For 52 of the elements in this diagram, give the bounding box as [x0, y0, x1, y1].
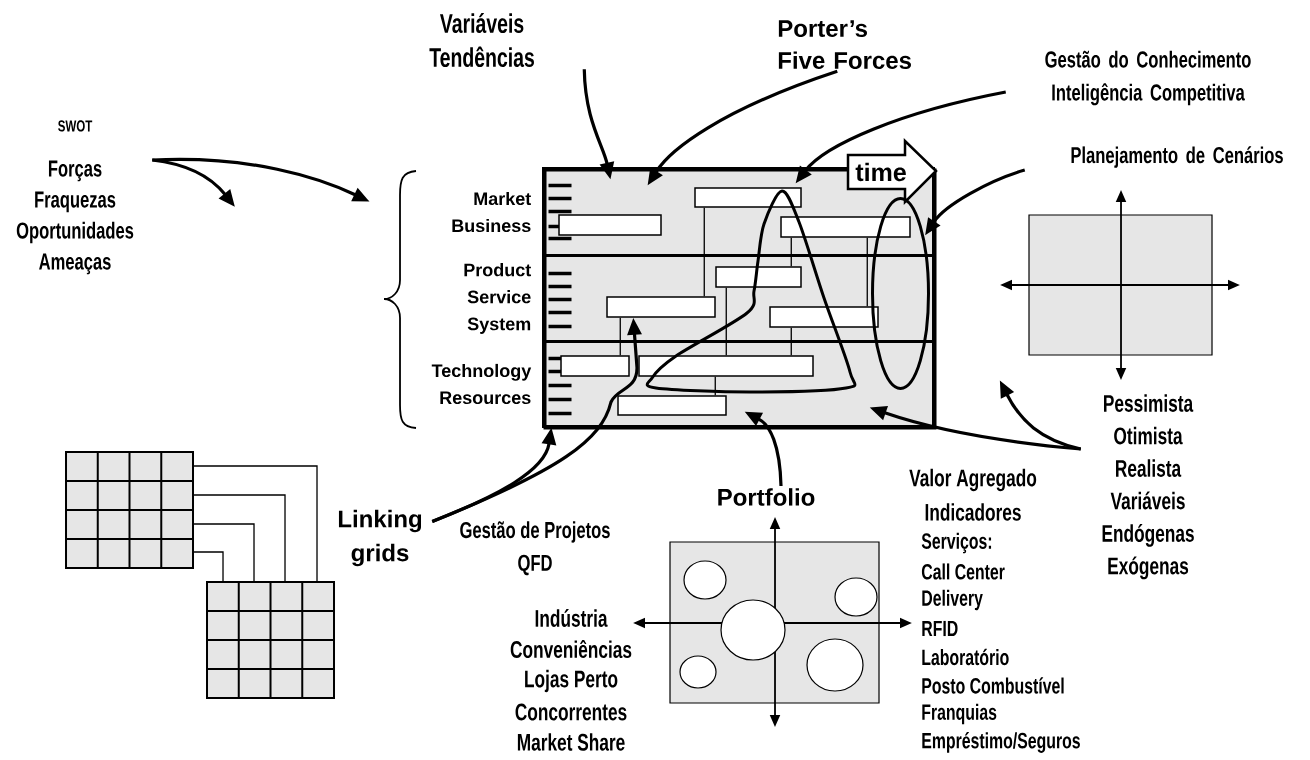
- task-bar: [617, 395, 727, 416]
- connector-line: [714, 376, 716, 396]
- annotation-text: Franquias: [922, 703, 997, 725]
- annotation-text: Laboratório: [922, 648, 1009, 666]
- annotation-text: Planejamento de Cenários: [1071, 146, 1283, 168]
- connector-line: [619, 317, 621, 356]
- annotation-text: Linking grids: [338, 509, 422, 567]
- annotation-text: Gestão de Projetos: [460, 521, 610, 543]
- connector-line: [193, 465, 318, 582]
- annotation-text: Portfolio: [718, 488, 815, 506]
- connector-line: [193, 494, 286, 582]
- swot-list: SWOT Forças Fraquezas Oportunidades Ameaças: [16, 120, 134, 275]
- annotation-text: QFD: [518, 554, 552, 576]
- connector-line: [790, 237, 792, 267]
- annotation-text: Valor Agregado: [909, 468, 1037, 492]
- annotation-text: Lojas Perto: [525, 669, 618, 693]
- task-bar: [769, 306, 879, 328]
- annotation-text: RFID: [922, 620, 958, 637]
- annotation-text: Posto Combustível: [922, 677, 1064, 694]
- annotation-text: Indústria: [535, 609, 608, 627]
- task-bar: [780, 216, 911, 238]
- annotation-text: Empréstimo/Seguros: [922, 732, 1080, 753]
- task-bar: [606, 296, 716, 318]
- annotation-text: Concorrentes: [515, 703, 627, 721]
- task-bar: [694, 187, 802, 208]
- annotation-text: Serviços:: [921, 532, 992, 554]
- connector-line: [193, 551, 224, 582]
- curly-brace: [383, 170, 417, 429]
- task-bar: [638, 355, 814, 377]
- connector-line: [703, 207, 705, 297]
- connector-line: [790, 327, 792, 356]
- annotation-text: Porter’s Five Forces: [778, 20, 911, 69]
- task-bar: [560, 355, 630, 377]
- annotation-text: Conveniências: [510, 639, 632, 659]
- connector-line: [725, 287, 727, 356]
- row-label: Product Service System: [464, 263, 531, 334]
- scenario-list: Pessimista Otimista Realista Variáveis Endógenas Exógenas: [1102, 394, 1194, 580]
- annotation-text: Delivery: [922, 589, 983, 611]
- connector-line: [193, 523, 255, 582]
- task-bar: [558, 214, 662, 236]
- row-label: Market Business: [452, 191, 531, 233]
- annotation-text: Gestão do Conhecimento Inteligência Competitiva: [1045, 50, 1251, 106]
- task-bar: [715, 266, 802, 288]
- connector-line: [866, 237, 868, 307]
- annotation-text: Indicadores: [925, 503, 1021, 521]
- ellipse-outline: [871, 197, 930, 390]
- row-label: Technology Resources: [431, 363, 532, 405]
- annotation-text: Call Center: [921, 563, 1005, 580]
- grid-matrix: [206, 581, 335, 699]
- annotation-text: Market Share: [517, 733, 625, 751]
- grid-matrix: [65, 451, 194, 569]
- annotation-text: Variáveis Tendências: [429, 12, 534, 68]
